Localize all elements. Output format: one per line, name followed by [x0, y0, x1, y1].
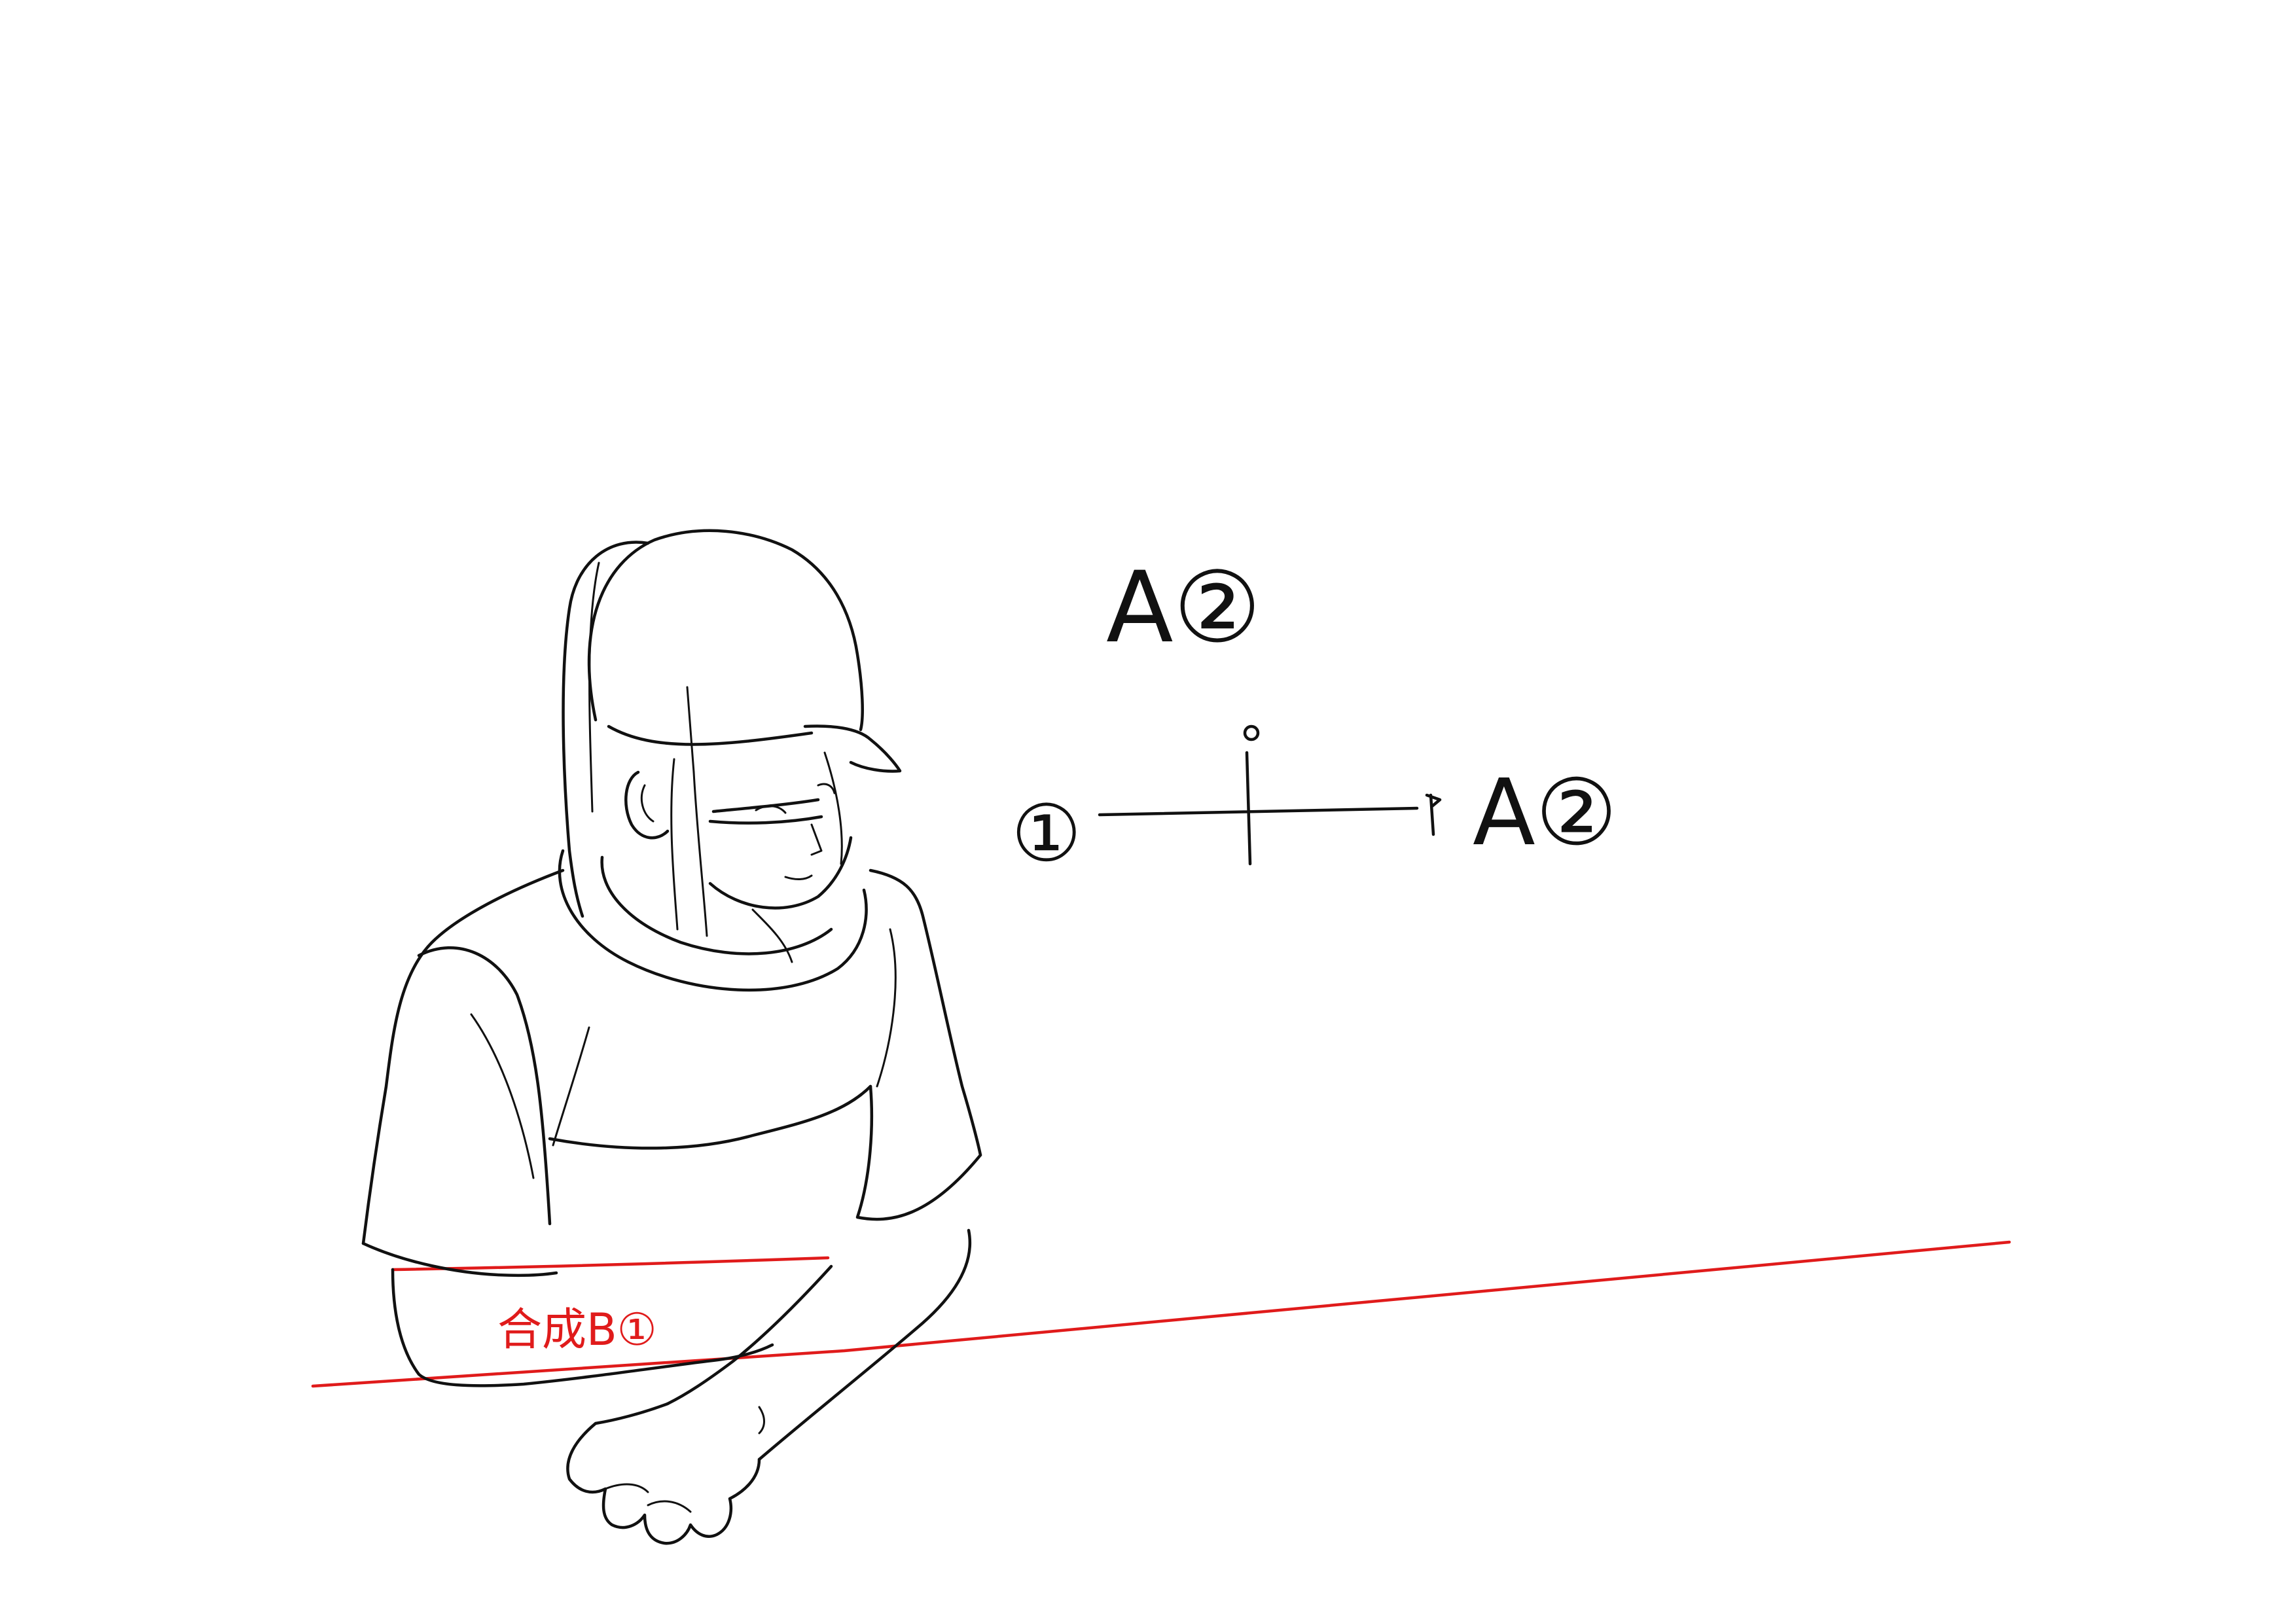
mouth [784, 874, 813, 880]
timing-end-arrow [1425, 793, 1442, 836]
timing-center-dot [1243, 724, 1260, 741]
ear-inner [640, 784, 655, 823]
cap-band [607, 724, 814, 746]
arm-composite-line [391, 1256, 830, 1272]
hair-strand-mid [692, 771, 708, 937]
nose [810, 823, 823, 856]
cap-crown [587, 529, 864, 732]
forearm-left [391, 1268, 774, 1387]
fist-knuckles [604, 1483, 692, 1513]
arm-right-outer [757, 1228, 972, 1461]
sleeve-left-crease [470, 1013, 535, 1179]
collar-fold [751, 908, 793, 963]
sleeve-right-crease [876, 928, 897, 1088]
timing-start-label: ① [1011, 789, 1082, 880]
eye-right [817, 783, 836, 794]
fist [566, 1402, 761, 1545]
ponytail [562, 541, 650, 918]
ear [624, 770, 670, 840]
wrist-mark [758, 1406, 765, 1435]
jaw [708, 836, 853, 910]
hair-strand-left [670, 758, 679, 931]
timing-center-tick [1245, 751, 1252, 866]
arm-right-upper [666, 1264, 833, 1406]
shoulder-right [869, 868, 982, 1157]
hair-strand-right [823, 751, 843, 865]
shoulder-left [361, 868, 565, 1245]
collar-outer [558, 849, 868, 992]
cap-visor [803, 724, 902, 773]
timing-end-label: A② [1473, 760, 1617, 866]
timing-line [1098, 806, 1419, 817]
camera-key-label: A② [1106, 551, 1261, 665]
table-edge-line [311, 1240, 2011, 1388]
chest-seam [548, 1084, 872, 1150]
collar-inner [600, 855, 833, 955]
sleeve-left [361, 946, 558, 1277]
eye-left [755, 805, 787, 814]
glasses [708, 798, 823, 825]
ponytail-strand [588, 562, 600, 813]
shirt-fold-center [552, 1026, 590, 1147]
composite-note-label: 合成B① [497, 1304, 657, 1356]
cap-seam [686, 686, 695, 774]
character-drawing [361, 529, 982, 1545]
timing-chart [1098, 724, 1442, 866]
sleeve-right [855, 1084, 982, 1221]
